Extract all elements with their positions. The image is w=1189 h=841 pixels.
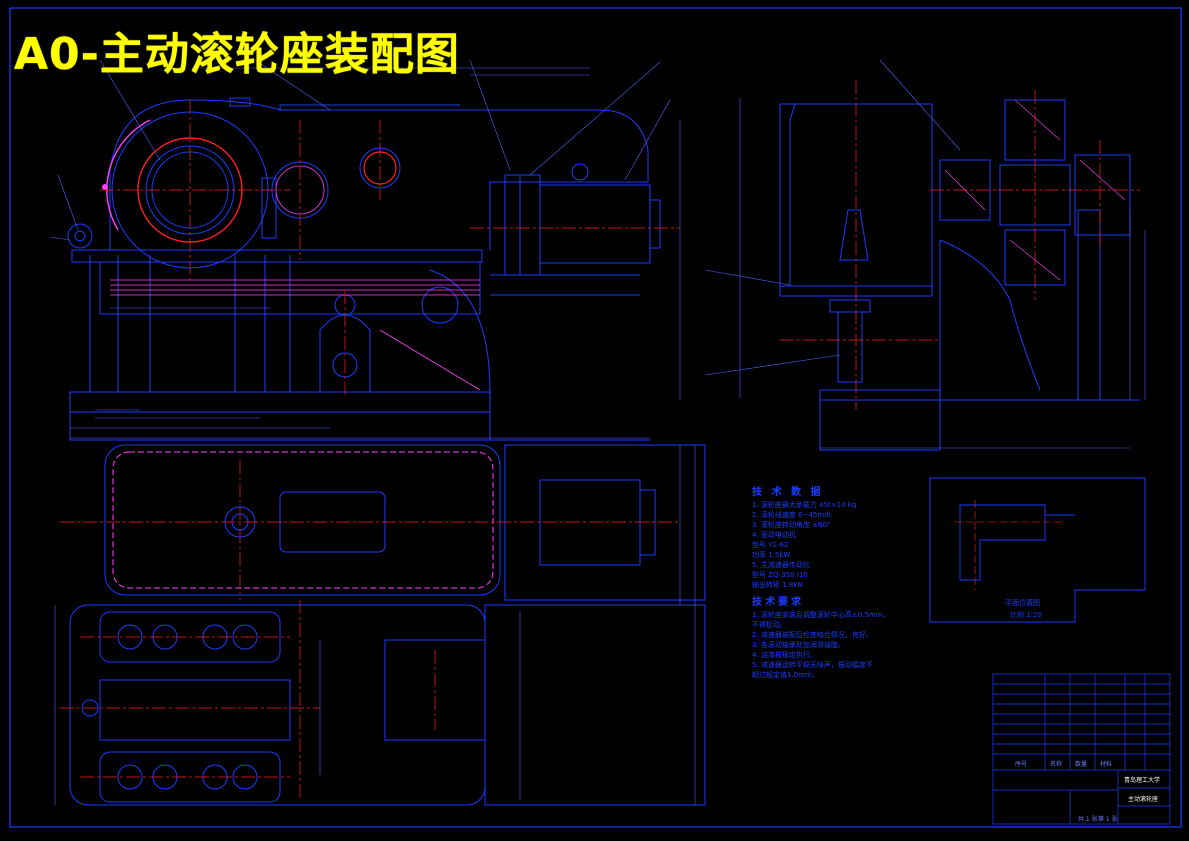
col-seq: 序号	[1015, 761, 1028, 768]
center-lines-side	[780, 80, 1140, 410]
tech-req-line: 4. 油漆按规定执行。	[752, 651, 817, 659]
tech-req-line: 5. 减速器运转平稳无噪声，振动幅度不	[752, 661, 873, 669]
plan-view-scale: 比例 1:20	[1010, 611, 1042, 619]
col-mat: 材料	[1100, 761, 1113, 768]
school-name: 青岛理工大学	[1124, 777, 1161, 784]
side-view	[779, 99, 1140, 451]
tech-req-block: 技术要求 1. 滚轮座安装后调整滚轮中心高±0.5mm， 不得松动。 2. 减速…	[752, 598, 892, 680]
center-lines-front	[100, 100, 680, 395]
tech-data-line: 功率 1.5kW	[752, 551, 791, 559]
dimensions-front	[49, 59, 681, 439]
tech-data-line: 5. 主减速器传动比	[752, 561, 810, 569]
col-name: 名称	[1050, 761, 1063, 768]
drawing-title: A0-主动滚轮座装配图	[14, 29, 460, 80]
tech-req-line: 不得松动。	[752, 621, 787, 629]
sheet-total: 共 1 张	[1078, 816, 1098, 823]
tech-req-line: 1. 滚轮座安装后调整滚轮中心高±0.5mm，	[752, 611, 890, 619]
title-block-grid	[992, 673, 1171, 825]
plan-inset-centers	[955, 500, 1065, 590]
tech-data-line: 2. 滚轮线速度 6~45m/h	[752, 511, 831, 519]
tech-data-line: 1. 滚轮座最大承载力 45t×10 kg	[752, 501, 857, 509]
tech-req-heading: 技术要求	[752, 597, 804, 608]
tech-req-line: 2. 减速器装配后检查啮合情况，良好。	[752, 631, 873, 639]
dimensions-top	[54, 445, 696, 805]
plan-view-label: 平面位置图	[1005, 599, 1040, 607]
tech-data-line: 型号 Y1-62	[752, 541, 789, 549]
rail-hatch	[110, 279, 481, 391]
col-qty: 数量	[1075, 761, 1088, 768]
top-view	[69, 444, 706, 806]
drawing-name: 主动滚轮座	[1128, 796, 1159, 803]
tech-data-line: 4. 驱动电动机	[752, 531, 796, 539]
tech-req-line: 3. 各滚动轴承处加润滑油脂。	[752, 641, 845, 649]
tech-data-line: 3. 滚轮座转动角度 ±60°	[752, 521, 831, 529]
dimensions-side	[704, 59, 1146, 449]
tech-data-line: 输出转矩 1.8kN	[752, 581, 803, 589]
tech-data-line: 型号 ZQ-350 I10	[752, 571, 808, 579]
tech-data-block: 技 术 数 据 1. 滚轮座最大承载力 45t×10 kg 2. 滚轮线速度 6…	[752, 488, 872, 590]
drawing-frame	[9, 7, 1182, 828]
center-lines-top	[60, 460, 680, 800]
sheet-number: 第 1 张	[1098, 816, 1118, 823]
tech-data-heading: 技 术 数 据	[752, 487, 824, 498]
front-view	[67, 97, 661, 441]
plan-inset	[929, 477, 1146, 623]
tech-req-line: 超过规定值1.0mm。	[752, 671, 819, 679]
